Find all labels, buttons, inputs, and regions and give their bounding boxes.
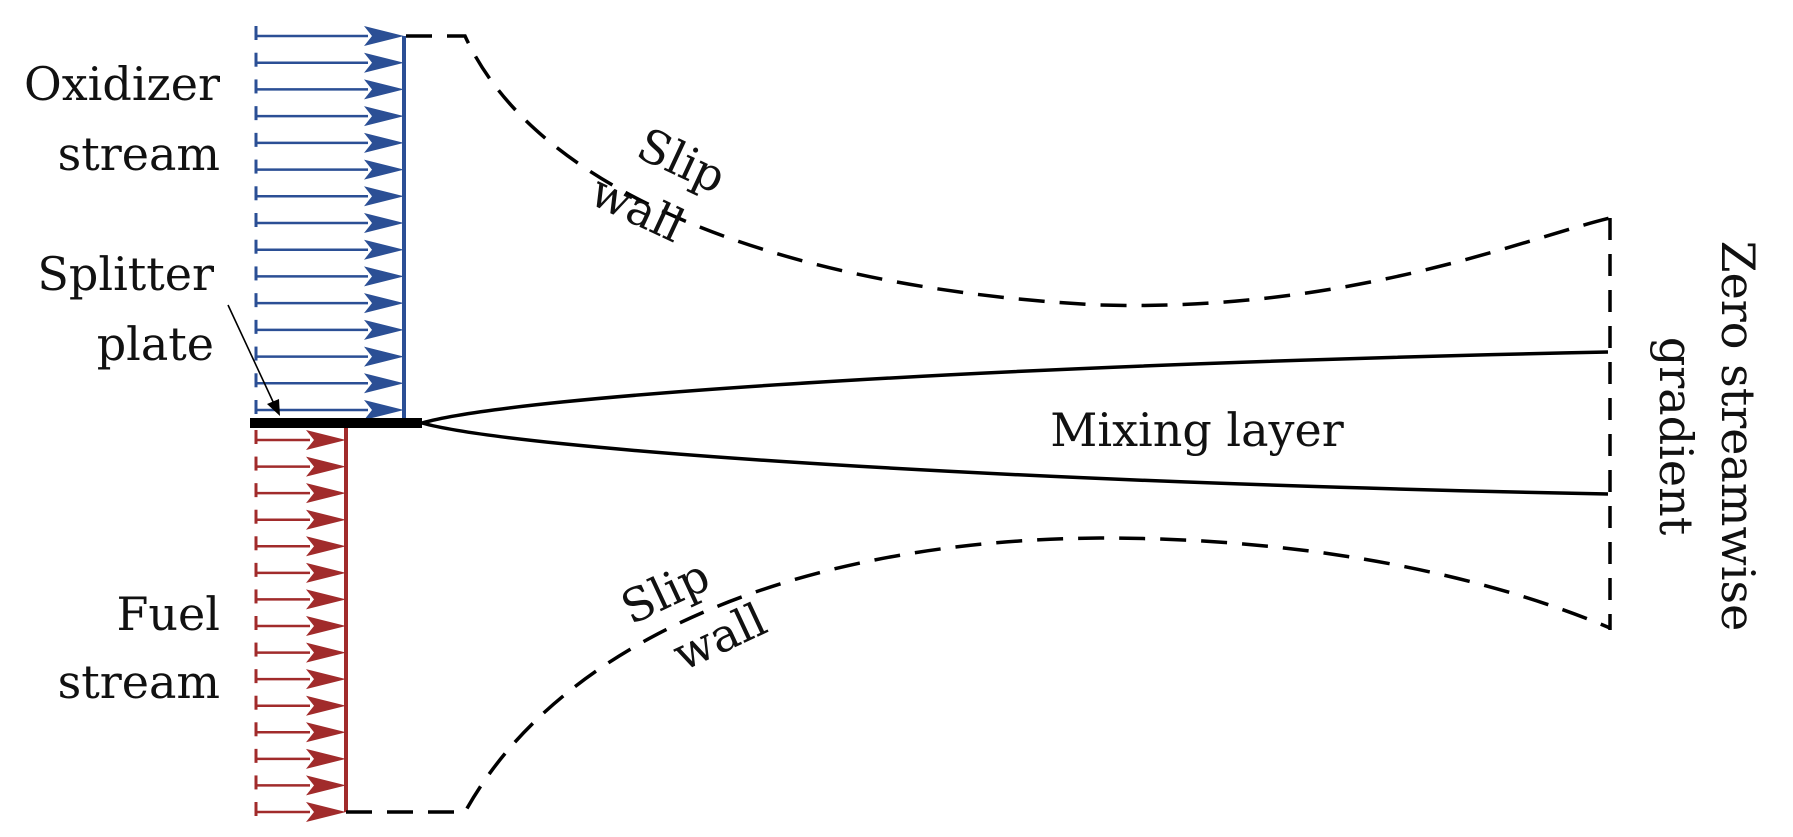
oxidizer-arrow-arrowhead <box>364 159 404 180</box>
oxidizer-arrow-arrowhead <box>364 132 404 153</box>
outlet-label-line2: gradient <box>1649 337 1703 536</box>
oxidizer-arrow-arrowhead <box>364 293 404 314</box>
fuel-arrows <box>254 430 346 822</box>
oxidizer-arrow-arrowhead <box>364 319 404 340</box>
splitter-leader-arrowhead <box>267 399 280 416</box>
oxidizer-arrow-arrowhead <box>364 266 404 287</box>
fuel-arrow-arrowhead <box>306 802 346 822</box>
fuel-arrow-arrowhead <box>306 430 346 450</box>
slip-wall-top <box>406 34 1611 308</box>
oxidizer-velocity-profile <box>254 26 406 420</box>
fuel-arrow-arrowhead <box>306 669 346 690</box>
fuel-arrow-arrowhead <box>306 456 346 477</box>
fuel-arrow-arrowhead <box>306 722 346 743</box>
oxidizer-arrow-arrowhead <box>364 346 404 367</box>
oxidizer-arrow-arrowhead <box>364 400 404 420</box>
fuel-arrow-arrowhead <box>306 616 346 636</box>
mixing-layer-upper-edge <box>421 350 1609 425</box>
fuel-arrow-arrowhead <box>306 562 346 583</box>
outlet-label: Zero streamwise gradient <box>1649 241 1765 632</box>
mixing-layer-label: Mixing layer <box>1050 403 1344 457</box>
splitter-plate <box>250 418 422 428</box>
outlet-label-line1: Zero streamwise <box>1711 241 1765 632</box>
fuel-label-line1: Fuel <box>117 587 220 641</box>
mixing-layer-lower-edge <box>421 421 1609 496</box>
slip-wall-bottom-label: Slip wall <box>613 548 775 682</box>
fuel-arrow-arrowhead <box>306 483 346 504</box>
oxidizer-arrow-arrowhead <box>364 213 404 233</box>
fuel-label-line2: stream <box>58 655 220 709</box>
fuel-arrow-arrowhead <box>306 775 346 796</box>
oxidizer-arrow-arrowhead <box>364 373 404 394</box>
oxidizer-label-line2: stream <box>58 127 220 181</box>
splitter-label-line1: Splitter <box>37 247 214 301</box>
splitter-label-line2: plate <box>97 317 214 371</box>
oxidizer-arrow-arrowhead <box>364 239 404 260</box>
oxidizer-label-line1: Oxidizer <box>24 57 220 111</box>
oxidizer-arrow-arrowhead <box>364 52 404 73</box>
slip-wall-top-label: Slip wall <box>582 117 734 253</box>
fuel-arrow-arrowhead <box>306 642 346 663</box>
fuel-arrow-arrowhead <box>306 695 346 716</box>
oxidizer-arrows <box>254 26 404 420</box>
fuel-arrow-arrowhead <box>306 536 346 557</box>
fuel-velocity-profile <box>254 428 348 822</box>
oxidizer-arrow-arrowhead <box>364 79 404 100</box>
fuel-arrow-arrowhead <box>306 748 346 769</box>
oxidizer-arrow-arrowhead <box>364 186 404 207</box>
oxidizer-arrow-arrowhead <box>364 106 404 127</box>
oxidizer-arrow-arrowhead <box>364 26 404 46</box>
slip-wall-bottom <box>346 536 1611 814</box>
fuel-arrow-arrowhead <box>306 589 346 610</box>
splitter-leader-line <box>227 304 276 407</box>
fuel-arrow-arrowhead <box>306 509 346 530</box>
